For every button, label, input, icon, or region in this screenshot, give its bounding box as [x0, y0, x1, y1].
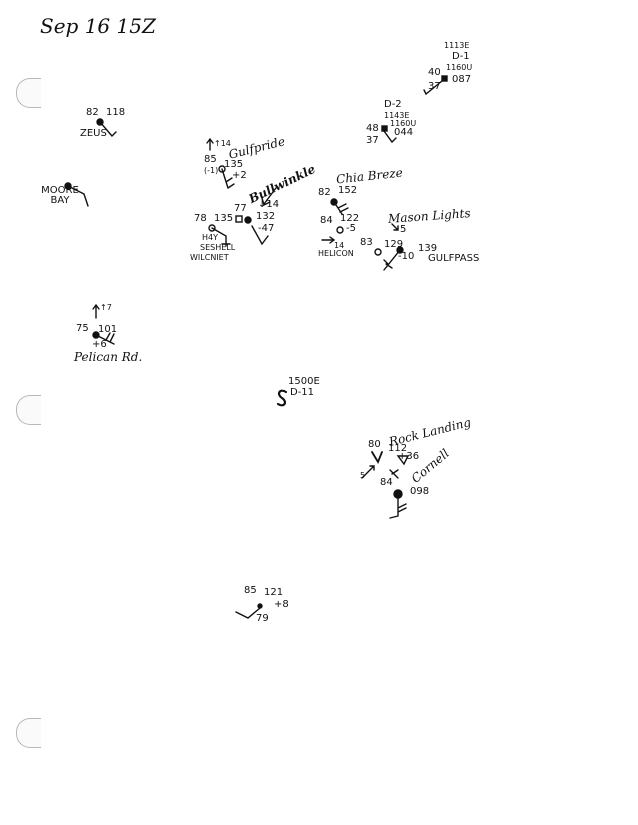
helicon-pressure: 122	[340, 213, 360, 224]
mason-lights-arrow	[391, 223, 399, 231]
bullwinkle-flag: ↓14	[258, 199, 280, 210]
wilcniet-wind-barb	[251, 225, 269, 246]
rock-landing-triangle	[396, 455, 410, 466]
gulfpass-wind-barb	[383, 249, 401, 271]
gulfpride-pressure: 135	[224, 159, 244, 170]
d2-wind-barb	[383, 130, 397, 144]
d2-pos-a: 1143E	[384, 111, 410, 120]
d1-temp: 40	[428, 67, 441, 78]
helicon-wind-arrow	[321, 236, 336, 244]
gulfpride-cover: (-1)	[204, 166, 219, 175]
gulfpass-tendency: -10	[398, 251, 415, 262]
d2-dew: 37	[366, 135, 379, 146]
seshell-temp: 77	[234, 203, 247, 214]
h4y-station-circle	[208, 224, 216, 232]
bottom-pressure: 121	[264, 587, 284, 598]
cornell-station-circle	[393, 489, 403, 499]
zeus-temp: 82	[86, 107, 99, 118]
gulfpass-temp: 83	[360, 237, 373, 248]
helicon-name: HELICON	[318, 249, 354, 258]
punch-hole-top	[16, 78, 41, 108]
rock-landing-pressure: 112	[388, 443, 408, 454]
rock-landing-barb	[389, 469, 399, 479]
bottom-temp: 85	[244, 585, 257, 596]
helicon-station-circle	[336, 226, 344, 234]
wilcniet-station-circle	[244, 216, 252, 224]
bullwinkle-arrow	[261, 187, 277, 207]
d11-name: D-11	[290, 387, 315, 398]
h4y-pressure: 135	[214, 213, 234, 224]
h4y-temp: 78	[194, 213, 207, 224]
bottom-dew: 79	[256, 613, 269, 624]
zeus-pressure: 118	[106, 107, 126, 118]
mason-lights-value: 5	[400, 224, 407, 235]
punch-hole-middle	[16, 395, 41, 425]
d1-station-square	[441, 75, 448, 82]
gulfpass-extra: 139	[418, 243, 438, 254]
gulfpass-pressure: 129	[384, 239, 404, 250]
gulfpride-flag: ↑14	[214, 139, 231, 148]
gulfpride-station-circle	[218, 165, 226, 173]
zeus-wind-barb	[99, 121, 117, 137]
seshell-name: SESHELL	[200, 243, 236, 252]
bottom-wind-barb	[235, 607, 261, 619]
d1-dew: 37	[428, 81, 441, 92]
plot-date: Sep 16 15Z	[40, 14, 156, 38]
d2-pos-b: 1160U	[390, 119, 417, 128]
wilcniet-tendency: -47	[258, 223, 275, 234]
wilcniet-pressure: 132	[256, 211, 276, 222]
chia-breze-temp: 82	[318, 187, 331, 198]
pelican-flag-arrow	[92, 303, 100, 319]
d1-val: 087	[452, 74, 472, 85]
seshell-station-square	[235, 215, 243, 223]
rock-landing-tendency: +36	[398, 451, 420, 462]
d2-val: 044	[394, 127, 414, 138]
punch-hole-bottom	[16, 718, 41, 748]
gulfpride-wind-barb	[221, 168, 235, 189]
rock-landing-temp: 80	[368, 439, 381, 450]
h4y-name: H4Y	[202, 233, 218, 242]
d2-temp: 48	[366, 123, 379, 134]
h4y-wind-barb	[211, 227, 231, 247]
gulfpride-tendency: +2	[232, 170, 247, 181]
d1-pos-a: 1113E	[444, 41, 470, 50]
moore-bay-wind-barb	[67, 185, 89, 207]
cornell-val: 098	[410, 486, 430, 497]
zeus-name: ZEUS	[80, 128, 107, 139]
helicon-temp: 84	[320, 215, 333, 226]
d1-wind-barb	[423, 80, 443, 96]
d1-pos-b: 1160U	[446, 63, 473, 72]
d2-station-square	[381, 125, 388, 132]
pelican-tendency: +6	[92, 339, 107, 350]
gulfpass-station-circle	[374, 248, 382, 256]
pelican-temp: 75	[76, 323, 89, 334]
chia-breze-wind-barb	[333, 201, 349, 215]
pelican-pressure: 101	[98, 324, 118, 335]
rock-landing-wind: 5	[360, 471, 366, 480]
pelican-name: Pelican Rd.	[74, 350, 143, 364]
moore-bay-name: MOORE BAY	[41, 185, 79, 206]
wilcniet-name: WILCNIET	[190, 253, 229, 262]
gulfpass-name: GULFPASS	[428, 253, 480, 264]
pelican-wind-barb	[95, 332, 115, 345]
rock-landing-symbol	[371, 451, 383, 465]
gulfpride-flag-arrow	[206, 137, 214, 151]
rock-landing-wind-arrow	[361, 465, 375, 479]
helicon-tendency: -5	[346, 223, 356, 234]
bottom-tendency: +8	[274, 599, 289, 610]
d11-pos: 1500E	[288, 376, 320, 387]
rock-landing-dew: 84	[380, 477, 393, 488]
helicon-wind: 14	[334, 241, 345, 250]
chia-breze-pressure: 152	[338, 185, 358, 196]
d11-symbol	[276, 389, 288, 407]
cornell-wind-barb	[389, 497, 407, 519]
pelican-flag: ↑7	[100, 303, 112, 312]
d2-name: D-2	[384, 99, 402, 110]
d1-name: D-1	[452, 51, 470, 62]
gulfpride-temp: 85	[204, 154, 217, 165]
